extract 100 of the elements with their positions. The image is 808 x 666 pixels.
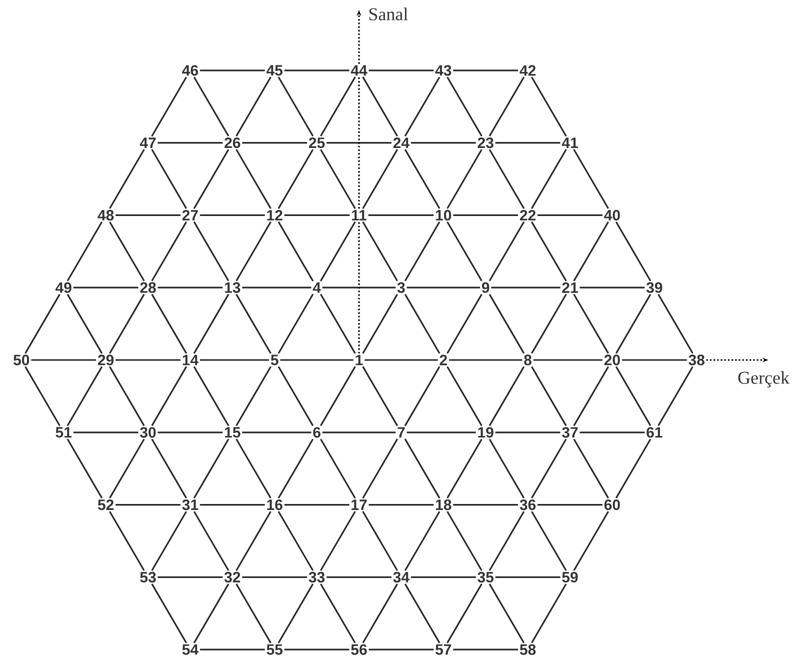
lattice-line	[404, 438, 440, 498]
lattice-line	[362, 76, 398, 137]
number-label: 26	[222, 136, 242, 150]
lattice-line	[242, 432, 312, 434]
lattice-line	[66, 222, 103, 282]
lattice-line	[278, 294, 314, 354]
number-label: 51	[54, 426, 74, 439]
lattice-line	[116, 359, 180, 361]
lattice-line	[658, 366, 694, 426]
number-label: 39	[644, 281, 664, 294]
lattice-line	[193, 221, 230, 282]
lattice-line	[531, 366, 567, 426]
lattice-line	[362, 149, 398, 210]
lattice-line	[151, 148, 188, 209]
lattice-line	[278, 584, 314, 644]
number-label: 45	[265, 64, 284, 77]
lattice-line	[236, 511, 272, 571]
lattice-line	[404, 511, 440, 571]
number-label: 3	[396, 281, 407, 294]
lattice-line	[242, 142, 308, 144]
number-label: 14	[180, 354, 200, 366]
lattice-line	[410, 142, 476, 144]
lattice-line	[530, 148, 567, 209]
number-label: 43	[434, 64, 453, 77]
lattice-line	[573, 148, 609, 209]
lattice-line	[109, 294, 145, 354]
lattice-line	[573, 511, 609, 571]
number-label: 8	[522, 353, 534, 366]
lattice-line	[362, 366, 398, 426]
lattice-line	[116, 504, 180, 506]
number-label: 49	[54, 281, 74, 294]
number-label: 33	[307, 570, 326, 584]
number-label: 59	[560, 570, 580, 584]
lattice-line	[446, 222, 482, 282]
lattice-line	[406, 286, 480, 288]
lattice-line	[615, 222, 652, 282]
lattice-line	[151, 584, 188, 644]
lattice-line	[404, 366, 440, 426]
number-label: 36	[518, 498, 538, 512]
lattice-line	[446, 511, 482, 571]
number-label: 2	[438, 354, 449, 366]
lattice-line	[236, 366, 272, 426]
lattice-line	[615, 438, 652, 498]
lattice-line	[453, 504, 518, 506]
number-label: 7	[396, 426, 407, 439]
lattice-line	[446, 584, 482, 644]
lattice-line	[242, 576, 308, 578]
number-label: 31	[180, 498, 200, 512]
lattice-line	[151, 76, 187, 137]
lattice-line	[320, 510, 356, 571]
lattice-line	[151, 221, 188, 282]
lattice-line	[533, 359, 602, 361]
number-label: 9	[480, 281, 491, 294]
lattice-line	[495, 432, 560, 434]
lattice-line	[362, 438, 398, 499]
lattice-line	[284, 70, 350, 72]
number-label: 37	[560, 426, 580, 439]
lattice-line	[158, 432, 223, 434]
number-label: 55	[265, 643, 284, 656]
number-label: 38	[687, 353, 706, 367]
lattice-line	[404, 222, 440, 282]
number-label: 42	[518, 64, 538, 77]
lattice-line	[278, 221, 314, 282]
lattice-line	[151, 511, 187, 571]
lattice-line	[410, 576, 476, 578]
lattice-line	[615, 366, 652, 426]
lattice-line	[446, 76, 482, 136]
lattice-line	[242, 286, 312, 288]
lattice-line	[73, 286, 138, 288]
lattice-line	[368, 648, 434, 650]
lattice-line	[193, 438, 230, 498]
number-label: 58	[518, 643, 538, 656]
lattice-line	[116, 214, 180, 216]
lattice-line	[453, 648, 518, 650]
lattice-line	[278, 511, 314, 571]
lattice-line	[280, 359, 354, 361]
lattice-line	[488, 366, 525, 426]
lattice-line	[320, 221, 356, 282]
lattice-line	[573, 366, 609, 426]
lattice-line	[368, 70, 434, 72]
number-label: 28	[138, 281, 158, 294]
lattice-line	[453, 214, 518, 216]
number-label: 35	[476, 570, 496, 584]
lattice-line	[446, 149, 482, 209]
lattice-line	[326, 576, 392, 578]
number-label: 54	[180, 643, 200, 656]
lattice-line	[658, 294, 694, 354]
lattice-line	[495, 142, 560, 144]
lattice-line	[446, 366, 482, 426]
lattice-line	[406, 432, 476, 434]
number-label: 4	[311, 281, 322, 294]
lattice-line	[278, 76, 314, 136]
number-label: 23	[476, 136, 496, 150]
lattice-line	[448, 359, 522, 361]
lattice-line	[31, 359, 96, 361]
axis-label: Gerçek	[738, 371, 790, 388]
lattice-line	[236, 584, 272, 644]
number-label: 50	[12, 353, 31, 366]
number-label: 41	[560, 136, 580, 150]
lattice-line	[66, 438, 103, 498]
